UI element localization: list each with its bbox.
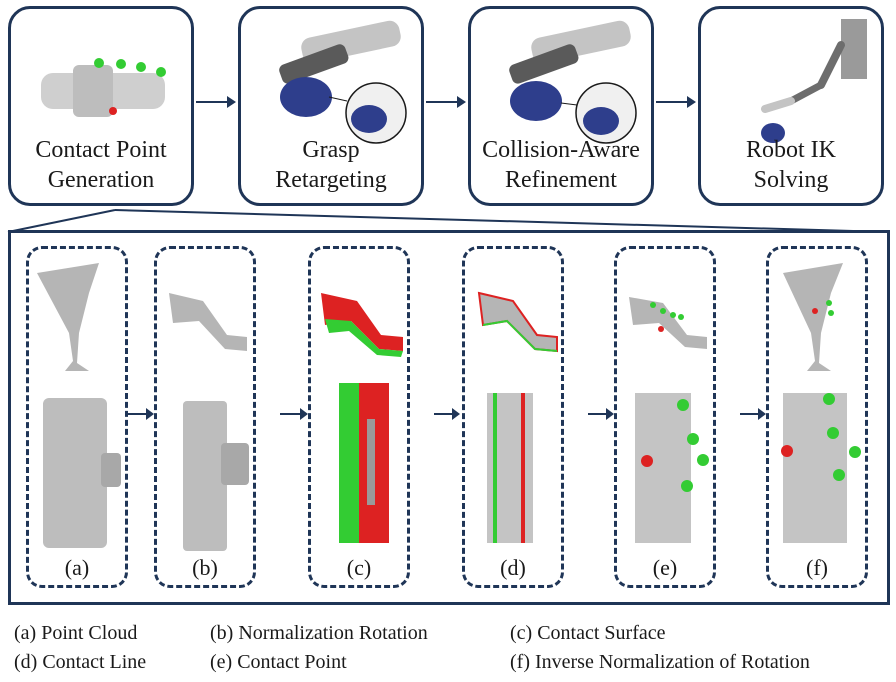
legend-contact-point: (e) Contact Point [210,651,347,673]
inverse-rotation-art [781,263,861,543]
subfigure-d: (d) [462,246,564,588]
green-contact-point [116,59,126,69]
point-cloud-art [37,263,121,548]
rotated-cloud-art [169,293,249,551]
stage-1-pointcloud-art [41,58,166,117]
stage-4-robot-arm-art [761,19,867,143]
flow-arrow [196,96,236,108]
stage-3-hand-art [509,20,637,144]
flow-arrow [426,96,466,108]
flow-arrow [740,408,766,420]
legend-normalization-rotation: (b) Normalization Rotation [210,622,428,644]
subfigure-tag: (a) [64,555,90,580]
legend-inverse-normalization: (f) Inverse Normalization of Rotation [510,651,810,673]
contact-line-art [477,291,558,543]
legend-contact-line: (d) Contact Line [14,651,147,673]
green-contact-point [136,62,146,72]
subfigure-e: (e) [614,246,716,588]
stage-2-hand-art [279,20,407,144]
subfigure-tag: (c) [346,555,372,580]
green-contact-point [94,58,104,68]
subfigure-tag: (e) [652,555,678,580]
contact-surface-art [321,293,403,543]
detail-panel [8,230,890,605]
flow-arrow [588,408,614,420]
subfigure-c: (c) [308,246,410,588]
flow-arrow [128,408,154,420]
subfigure-tag: (b) [192,555,218,580]
contact-point-art [629,297,709,543]
subfigure-f: (f) [766,246,868,588]
zoom-connector [7,209,889,233]
subfigure-tag: (f) [806,555,828,580]
subfigure-tag: (d) [500,555,526,580]
cloud-points [41,65,165,117]
flow-arrow [656,96,696,108]
flow-arrow [434,408,460,420]
flow-arrow [280,408,308,420]
red-contact-point [109,107,117,115]
subfigure-b: (b) [154,246,256,588]
subfigure-a: (a) [26,246,128,588]
legend-point-cloud: (a) Point Cloud [14,622,138,644]
green-contact-point [156,67,166,77]
legend-contact-surface: (c) Contact Surface [510,622,666,644]
